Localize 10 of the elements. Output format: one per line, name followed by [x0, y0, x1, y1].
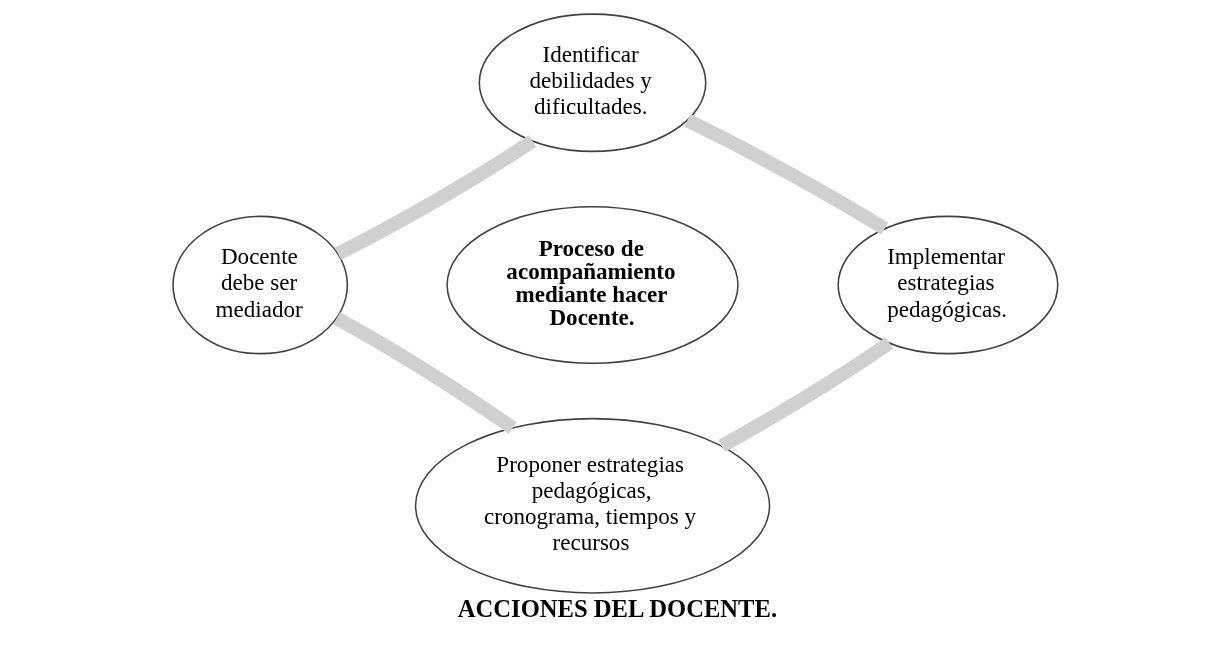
node-ellipse: Identificar debilidades y dificultades.: [478, 13, 706, 153]
node-ellipse: Proceso de acompañamiento mediante hacer Docente.: [445, 206, 739, 364]
caption: ACCIONES DEL DOCENTE.: [457, 595, 777, 623]
connector: [334, 135, 536, 260]
connector: [717, 337, 893, 453]
node-ellipse: Docente debe ser mediador: [171, 215, 348, 355]
node-ellipse: Proponer estrategias pedagógicas, cronograma, tiempos y recursos: [414, 417, 770, 594]
connector: [683, 114, 888, 235]
node-ellipse: Implementar estrategias pedagógicas.: [836, 215, 1058, 355]
connector: [332, 312, 517, 434]
